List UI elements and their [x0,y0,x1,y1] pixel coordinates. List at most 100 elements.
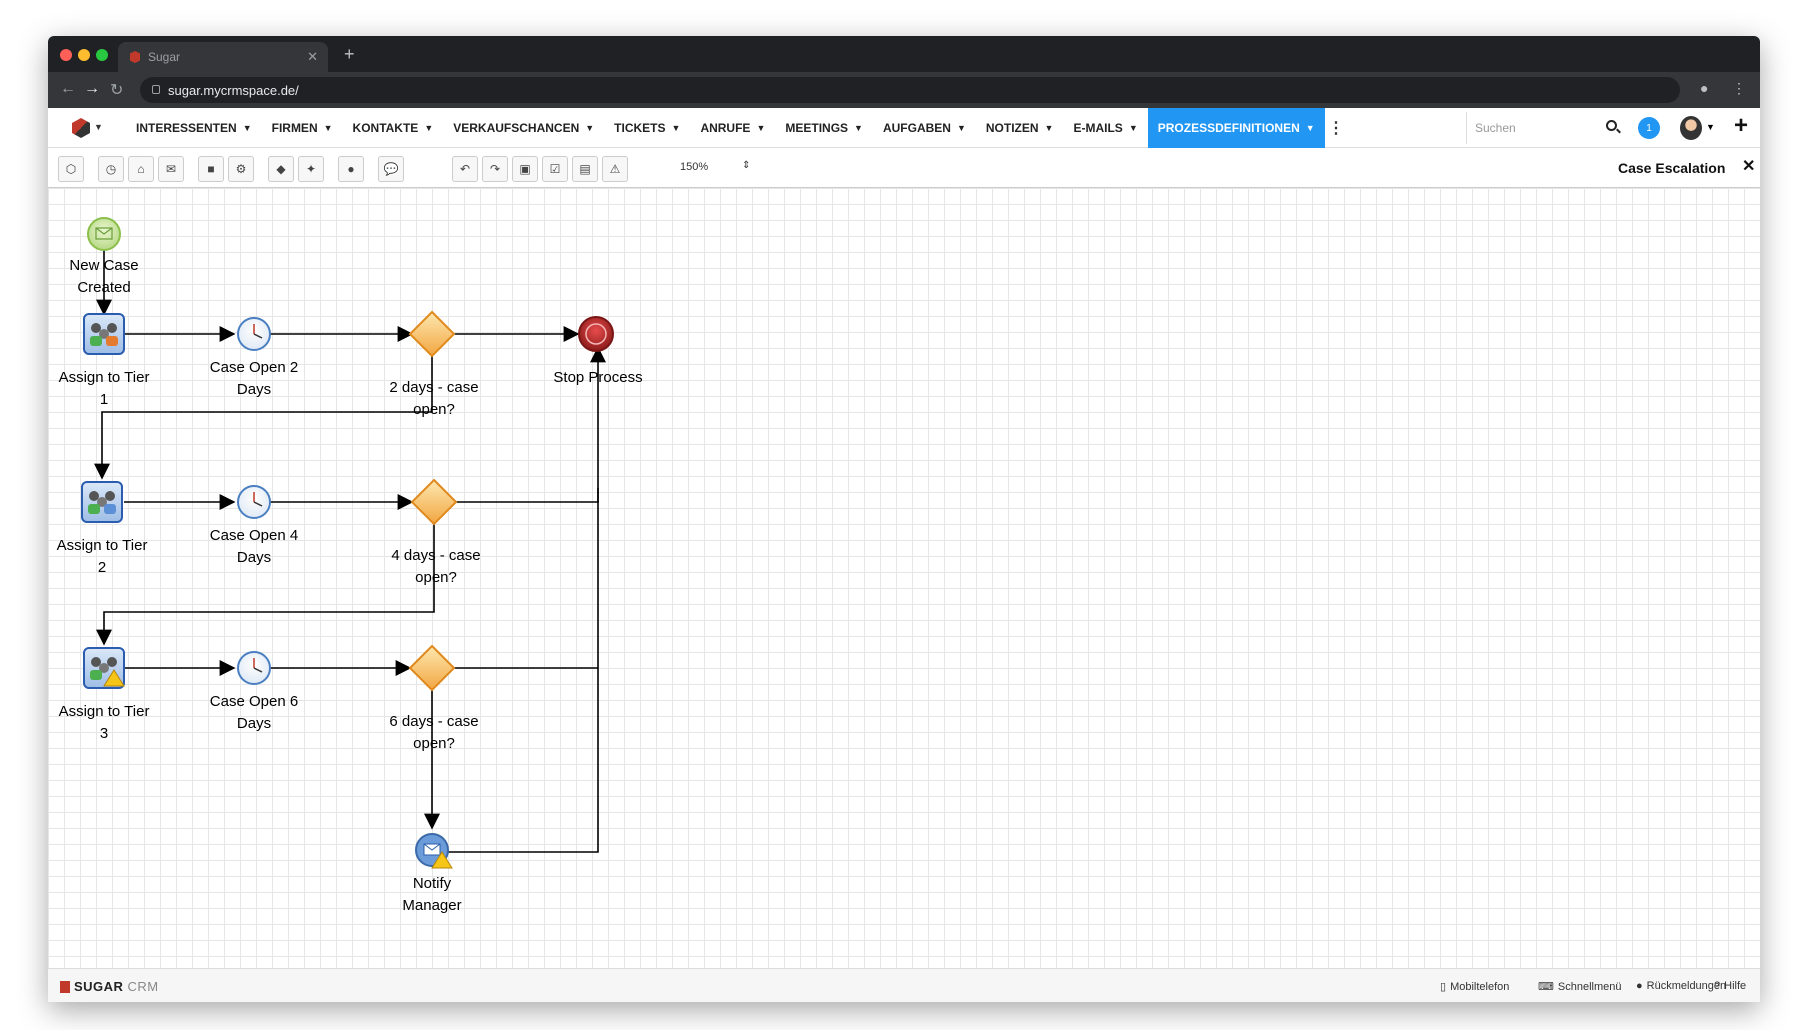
browser-window: Sugar ✕ + ← → ↻ sugar.mycrmspace.de/ ● ⋮… [48,36,1760,1002]
nav-item-prozessdefinitionen[interactable]: PROZESSDEFINITIONEN▼ [1147,108,1325,148]
nav-item-label: E-MAILS [1073,121,1123,135]
nav-item-tickets[interactable]: TICKETS▼ [604,108,690,148]
timer-label: Case Open 4 [210,527,298,544]
connectors [94,238,606,853]
back-arrow-icon[interactable]: ← [60,80,76,97]
validate-icon[interactable]: ☑ [542,156,568,182]
module-nav: INTERESSENTEN▼FIRMEN▼KONTAKTE▼VERKAUFSCH… [126,108,1325,148]
zoom-stepper-icon[interactable]: ⇕ [742,160,751,171]
browser-menu-icon[interactable]: ⋮ [1732,80,1746,96]
gateway-label: 2 days - case [389,379,478,396]
settings-cube-icon[interactable]: ⬡ [58,156,84,182]
nav-item-notizen[interactable]: NOTIZEN ▼ [976,108,1064,148]
avatar[interactable] [1680,116,1702,140]
url-field[interactable]: sugar.mycrmspace.de/ [140,77,1680,103]
action-icon[interactable]: ⚙ [228,156,254,182]
minimize-window-button[interactable] [78,49,90,61]
gateway-2-days[interactable]: 2 days - case open? [389,310,479,418]
notify-manager-event[interactable]: Notify Manager [402,833,462,914]
nav-item-interessenten[interactable]: INTERESSENTEN▼ [126,108,262,148]
gateway-label: open? [415,569,457,586]
nav-item-kontakte[interactable]: KONTAKTE▼ [343,108,444,148]
validate-all-icon[interactable]: ▤ [572,156,598,182]
redo-icon[interactable]: ↷ [482,156,508,182]
quick-create-button[interactable]: + [1734,112,1749,139]
nav-item-verkaufschancen[interactable]: VERKAUFSCHANCEN▼ [443,108,604,148]
footer-link-mobile[interactable]: ▯ Mobiltelefon [1440,980,1509,994]
flow-notify-end[interactable] [448,488,599,853]
footer-link-feedback[interactable]: ● Rückmeldungen [1636,980,1726,992]
chevron-down-icon[interactable]: ▼ [671,123,681,133]
start-event[interactable]: New Case Created [69,217,139,296]
url-text: sugar.mycrmspace.de/ [168,82,299,98]
chevron-down-icon[interactable]: ▼ [1044,123,1054,133]
chevron-down-icon[interactable]: ▼ [854,123,863,133]
timer-event-1[interactable]: Case Open 2 Days [210,317,298,398]
chevron-down-icon[interactable]: ▼ [585,123,595,133]
footer-link-help[interactable]: ? Hilfe [1714,980,1746,992]
nav-item-label: ANRUFE [700,121,751,135]
more-modules-icon[interactable]: ⋮ [1328,120,1344,137]
chevron-down-icon[interactable]: ▼ [756,123,766,133]
chevron-down-icon[interactable]: ▼ [94,122,103,132]
timer-event-3[interactable]: Case Open 6 Days [210,651,298,732]
browser-tab[interactable]: Sugar ✕ [118,42,328,72]
task-tier3[interactable]: Assign to Tier 3 [59,647,150,742]
reload-icon[interactable]: ↻ [110,82,124,99]
search-box[interactable]: Suchen [1466,112,1666,144]
nav-item-meetings[interactable]: MEETINGS▼ [775,108,873,148]
sugar-favicon-icon [130,51,140,63]
zoom-level[interactable]: 150% [680,161,709,173]
footer-link-label: Hilfe [1724,980,1747,992]
task-tier2[interactable]: Assign to Tier 2 [57,481,148,576]
nav-item-e-mails[interactable]: E-MAILS ▼ [1063,108,1147,148]
warning-icon [431,851,453,869]
parallel-gateway-icon[interactable]: ✦ [298,156,324,182]
nav-item-label: AUFGABEN [882,121,951,135]
warning-icon[interactable]: ⚠ [602,156,628,182]
sugar-logo-icon[interactable] [72,118,90,138]
maximize-window-button[interactable] [96,49,108,61]
tab-close-icon[interactable]: ✕ [307,49,318,64]
gateway-4-days[interactable]: 4 days - case open? [391,478,481,586]
close-designer-icon[interactable]: ✕ [1742,158,1756,175]
chevron-down-icon[interactable]: ▼ [1706,122,1715,132]
chevron-down-icon[interactable]: ▼ [1128,123,1138,133]
search-input[interactable]: Suchen [1475,121,1516,135]
timer-label: Days [237,381,271,398]
chevron-down-icon[interactable]: ▼ [1305,123,1315,133]
task-label: Assign to Tier [57,537,148,554]
profile-icon[interactable]: ● [1700,80,1709,96]
receive-message-icon[interactable]: ⌂ [128,156,154,182]
send-message-icon[interactable]: ✉ [158,156,184,182]
chevron-down-icon[interactable]: ▼ [323,123,333,133]
notification-badge[interactable]: 1 [1638,117,1660,139]
chevron-down-icon[interactable]: ▼ [956,123,966,133]
end-event[interactable]: Stop Process [553,316,643,386]
end-event-icon[interactable]: ● [338,156,364,182]
designer-canvas[interactable]: New Case Created Assign to Tier 1 Assign… [48,188,1760,968]
activity-icon[interactable]: ■ [198,156,224,182]
timer-label: Days [237,715,271,732]
close-window-button[interactable] [60,49,72,61]
nav-item-firmen[interactable]: FIRMEN▼ [262,108,343,148]
exclusive-gateway-icon[interactable]: ◆ [268,156,294,182]
timer-event-2[interactable]: Case Open 4 Days [210,485,298,566]
forward-arrow-icon[interactable]: → [84,80,100,97]
new-tab-icon[interactable]: + [344,44,355,64]
chevron-down-icon[interactable]: ▼ [424,123,434,133]
nav-item-label: NOTIZEN [985,121,1039,135]
undo-icon[interactable]: ↶ [452,156,478,182]
gateway-6-days[interactable]: 6 days - case open? [389,644,479,752]
search-icon[interactable] [1606,120,1617,131]
flow-gw1-tier2[interactable] [94,356,433,480]
task-tier1[interactable]: Assign to Tier 1 [59,313,150,408]
nav-item-aufgaben[interactable]: AUFGABEN ▼ [873,108,976,148]
nav-item-anrufe[interactable]: ANRUFE ▼ [690,108,775,148]
save-icon[interactable]: ▣ [512,156,538,182]
comment-icon[interactable]: 💬 [378,156,404,182]
chevron-down-icon[interactable]: ▼ [242,123,252,133]
flow-gw2-tier3[interactable] [96,524,435,646]
footer-link-shortcuts[interactable]: ⌨ Schnellmenü [1538,980,1621,994]
start-event-icon[interactable]: ◷ [98,156,124,182]
